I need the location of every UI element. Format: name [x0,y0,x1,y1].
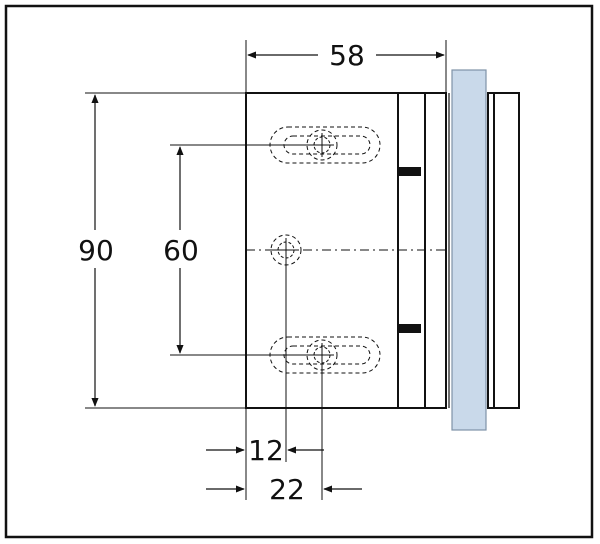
upper-hole [306,129,338,161]
offset-small-label: 12 [248,434,284,467]
drawing-frame [4,4,594,539]
glass-pane [451,69,487,431]
height-label: 90 [78,234,114,267]
offset-large-label: 22 [269,473,305,506]
width-label: 58 [329,39,365,72]
extension-lines [85,40,447,500]
hole-spacing-label: 60 [163,234,199,267]
hinge-body [245,92,520,409]
